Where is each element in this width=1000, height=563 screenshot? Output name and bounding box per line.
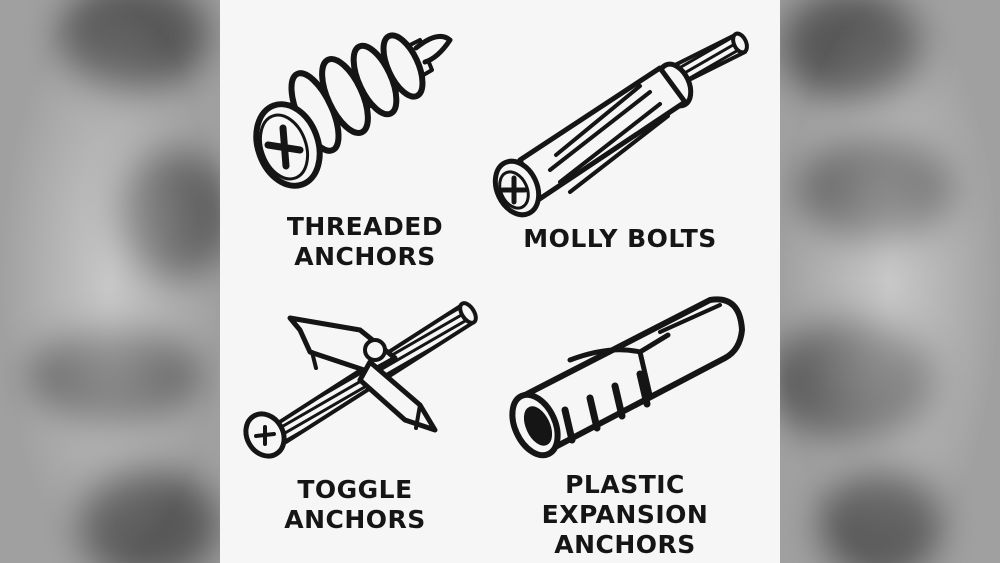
blurred-background-left <box>0 0 220 563</box>
threaded-label-line2: ANCHORS <box>294 242 436 271</box>
plastic-label-line2: EXPANSION <box>541 500 709 529</box>
molly-bolts-label: MOLLY BOLTS <box>520 224 720 254</box>
threaded-label-line1: THREADED <box>286 212 444 241</box>
molly-bolt-icon <box>492 31 749 218</box>
threaded-anchor-icon <box>253 32 453 189</box>
toggle-label-line1: TOGGLE <box>297 475 413 504</box>
plastic-expansion-anchors-label: PLASTIC EXPANSION ANCHORS <box>525 470 725 560</box>
threaded-anchors-label: THREADED ANCHORS <box>270 212 460 272</box>
blurred-background-right <box>780 0 1000 563</box>
toggle-anchor-icon <box>243 301 478 459</box>
plastic-label-line3: ANCHORS <box>554 530 696 559</box>
toggle-anchors-label: TOGGLE ANCHORS <box>260 475 450 535</box>
anchor-illustrations <box>243 31 749 459</box>
plastic-label-line1: PLASTIC <box>565 470 685 499</box>
molly-label-line1: MOLLY BOLTS <box>523 224 717 253</box>
toggle-label-line2: ANCHORS <box>284 505 426 534</box>
plastic-expansion-anchor-icon <box>509 296 745 459</box>
anchor-types-panel: THREADED ANCHORS MOLLY BOLTS TOGGLE ANCH… <box>220 0 780 563</box>
